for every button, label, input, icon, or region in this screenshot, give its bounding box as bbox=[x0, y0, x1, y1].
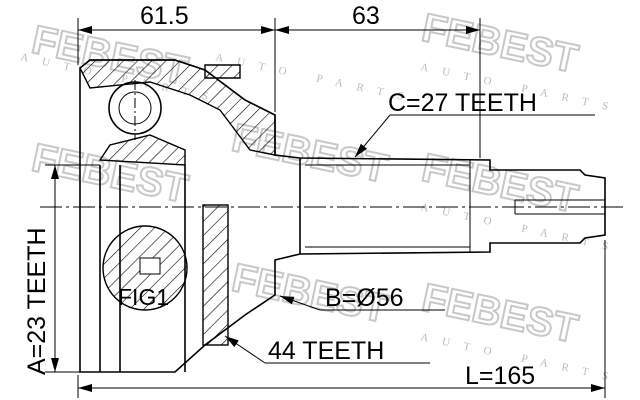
dimension-lines bbox=[45, 18, 606, 398]
dim-63: 63 bbox=[352, 2, 380, 30]
dim-inner-spline: A=23 TEETH bbox=[23, 227, 51, 375]
dim-abs-ring: 44 TEETH bbox=[268, 337, 384, 365]
figure-label: FIG1 bbox=[118, 284, 169, 310]
dim-total-length: L=165 bbox=[465, 362, 535, 390]
cv-joint-body bbox=[40, 59, 625, 373]
dim-61-5: 61.5 bbox=[140, 2, 189, 30]
dim-seal-diameter: B=Ø56 bbox=[325, 284, 404, 312]
dim-outer-spline: C=27 TEETH bbox=[388, 89, 537, 117]
